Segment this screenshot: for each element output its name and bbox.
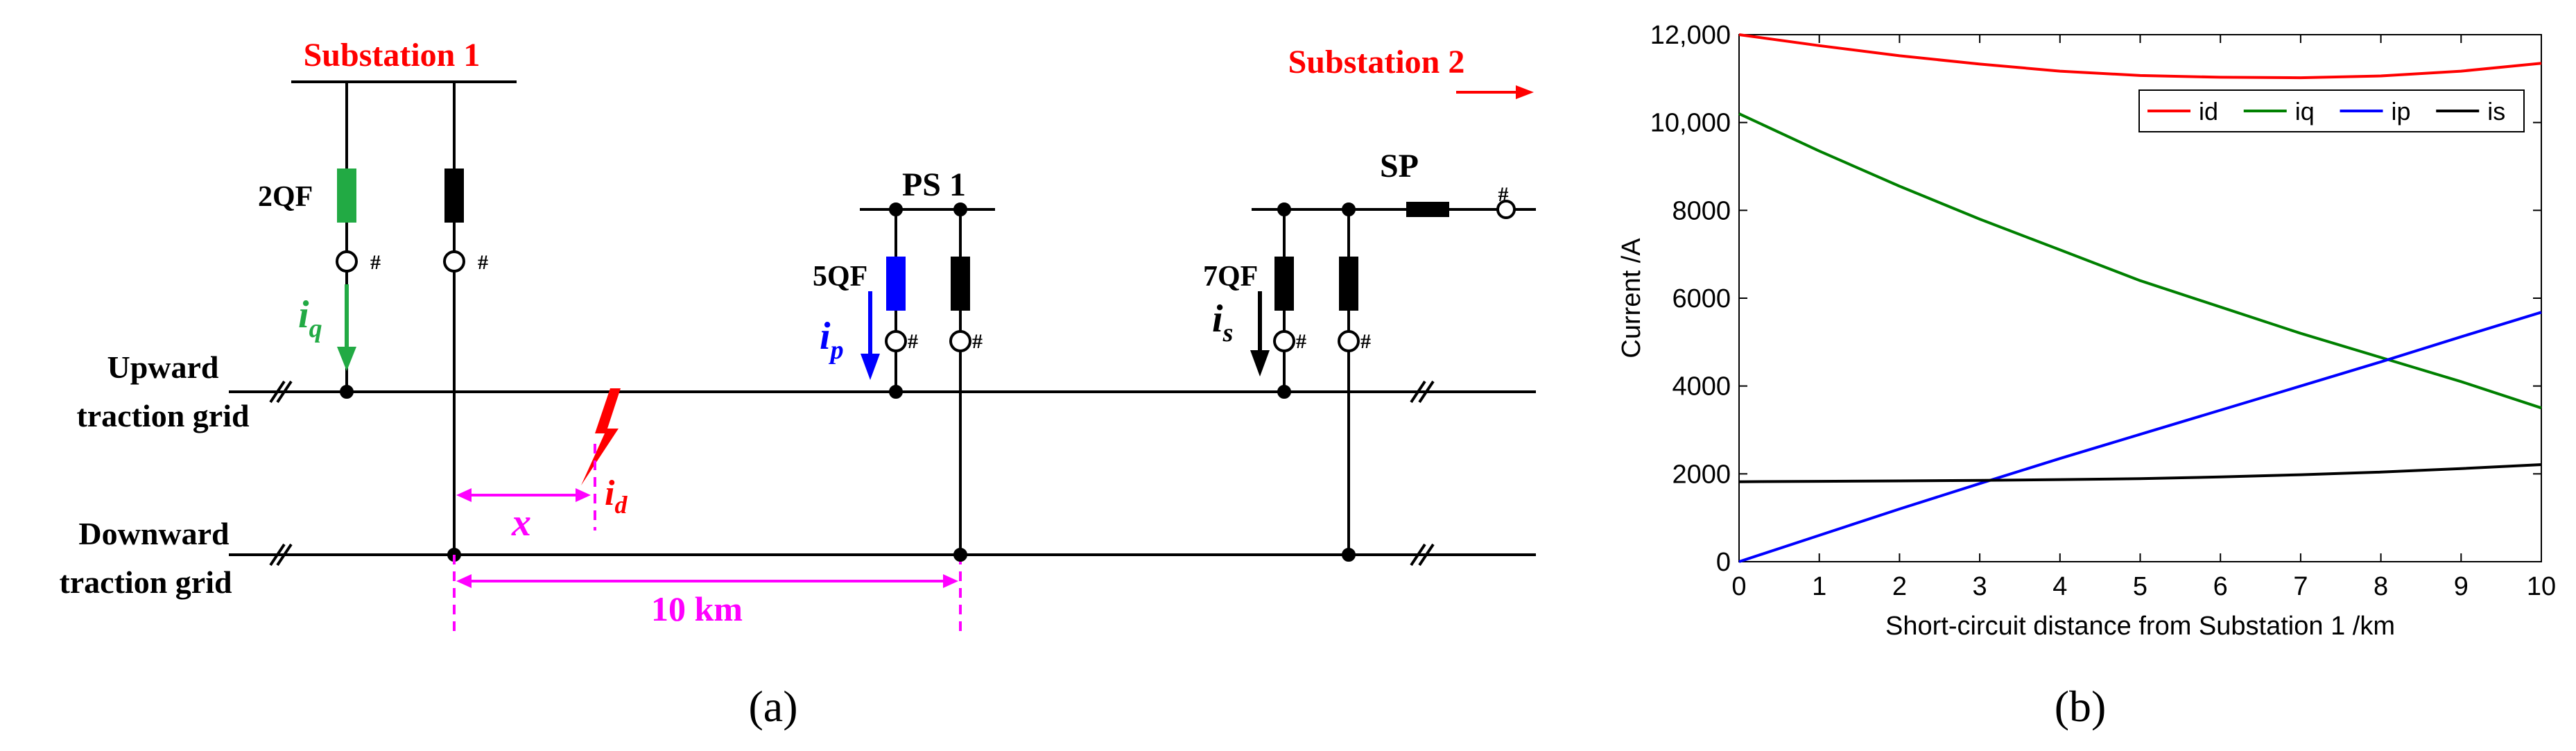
series-line-iq	[1738, 112, 2542, 410]
svg-text:#: #	[1360, 330, 1371, 353]
legend-label-is: is	[2487, 97, 2505, 126]
svg-text:#: #	[908, 330, 918, 353]
sp-label: SP	[1380, 148, 1419, 184]
y-tick-label: 8000	[1672, 196, 1731, 225]
ct-symbol	[1273, 330, 1295, 352]
substation2-label: Substation 2	[1288, 44, 1465, 80]
legend-label-iq: iq	[2295, 97, 2315, 126]
current-iq-label: iq	[298, 293, 322, 343]
svg-text:#: #	[1296, 330, 1306, 353]
fault-lightning-icon	[581, 388, 621, 485]
svg-text:#: #	[972, 330, 983, 353]
series-line-ip	[1738, 311, 2542, 563]
circuit-diagram: Substation 1 # # 2QF iq Upward traction …	[59, 37, 1536, 731]
y-tick-label: 0	[1716, 548, 1731, 577]
current-id-label: id	[605, 474, 628, 519]
y-axis-label: Current /A	[1617, 238, 1646, 359]
substation2-arrow-icon	[1516, 85, 1534, 99]
ct-symbol	[443, 250, 465, 273]
breaker-2qf-symbol	[337, 169, 356, 223]
breaker-5qf-symbol	[886, 257, 906, 311]
ct-symbol	[949, 330, 971, 352]
upward-label-line2: traction grid	[76, 398, 250, 433]
svg-text:#: #	[370, 251, 381, 274]
panel-b-caption: (b)	[2055, 682, 2107, 731]
ct-symbol	[885, 330, 907, 352]
x-tick-label: 1	[1812, 572, 1826, 601]
x-tick-label: 9	[2454, 572, 2469, 601]
y-tick-label: 12,000	[1650, 21, 1731, 50]
x-tick-label: 4	[2052, 572, 2067, 601]
legend-label-id: id	[2199, 97, 2218, 126]
x-axis-label: Short-circuit distance from Substation 1…	[1885, 612, 2395, 641]
downward-label-line2: traction grid	[59, 564, 232, 600]
y-tick-label: 10,000	[1650, 109, 1731, 138]
distance-10km-label: 10 km	[651, 589, 743, 628]
breaker-5qf-label: 5QF	[813, 261, 867, 293]
x-tick-label: 5	[2133, 572, 2147, 601]
current-ip-label: ip	[820, 315, 844, 365]
series-line-is	[1738, 463, 2542, 483]
x-tick-label: 6	[2213, 572, 2228, 601]
breaker-2qf-label: 2QF	[258, 181, 313, 213]
y-tick-label: 2000	[1672, 460, 1731, 489]
x-tick-label: 3	[1973, 572, 1987, 601]
ps1-label: PS 1	[902, 166, 966, 203]
breaker-symbol-s1-down	[444, 169, 464, 223]
y-tick-label: 6000	[1672, 284, 1731, 313]
breaker-symbol-sp-down	[1339, 257, 1358, 311]
svg-text:#: #	[1498, 183, 1509, 206]
line-chart: 0 1 2 3 4 5 6 7 8 9 10 0 2000 4000 6000 8000 10,000 12,00…	[1617, 21, 2556, 731]
current-is-label: is	[1212, 297, 1233, 347]
legend-label-ip: ip	[2392, 97, 2411, 126]
breaker-7qf-symbol	[1274, 257, 1294, 311]
x-tick-label: 10	[2527, 572, 2556, 601]
distance-x-label: x	[511, 501, 531, 544]
y-tick-label: 4000	[1672, 372, 1731, 402]
x-tick-label: 2	[1892, 572, 1907, 601]
x-tick-label: 7	[2293, 572, 2308, 601]
downward-label-line1: Downward	[78, 516, 230, 551]
ct-symbol	[336, 250, 358, 273]
breaker-7qf-label: 7QF	[1203, 261, 1258, 293]
ct-symbol	[1338, 330, 1360, 352]
upward-label-line1: Upward	[107, 349, 218, 385]
x-tick-label: 0	[1731, 572, 1746, 601]
svg-text:#: #	[478, 251, 488, 274]
x-tick-label: 8	[2374, 572, 2388, 601]
series-line-id	[1738, 33, 2542, 80]
panel-a-caption: (a)	[748, 682, 797, 731]
breaker-symbol-ps1-down	[951, 257, 970, 311]
substation1-label: Substation 1	[304, 37, 481, 74]
